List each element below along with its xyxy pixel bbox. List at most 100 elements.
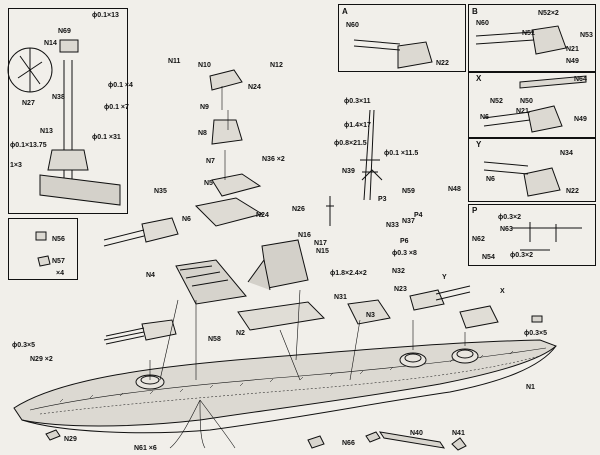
panel-b xyxy=(468,4,596,72)
panel-x xyxy=(468,72,596,138)
callout-p3: P3 xyxy=(378,196,387,203)
callout-n32: N32 xyxy=(392,268,405,275)
callout-n37: N37 xyxy=(402,218,415,225)
turret-x xyxy=(409,285,471,311)
panel-x-art xyxy=(483,75,587,133)
panel-x-part: N52 xyxy=(490,98,503,105)
callout-d4: ϕ0.1 ×11.5 xyxy=(384,150,419,157)
callout-n48: N48 xyxy=(448,186,461,193)
bridge-n5 xyxy=(194,69,264,227)
panel-y-part: N34 xyxy=(560,150,573,157)
panel-p-part: ϕ0.3×2 xyxy=(510,252,533,259)
callout-d5: ϕ0.3 ×8 xyxy=(392,250,417,257)
callout-n33: N33 xyxy=(386,222,399,229)
mast-part: N27 xyxy=(22,100,35,107)
panel-small-art xyxy=(35,231,51,267)
panel-a-tag: A xyxy=(342,7,348,16)
panel-p-part: N54 xyxy=(482,254,495,261)
callout-n39: N39 xyxy=(342,168,355,175)
mast-part: 1×3 xyxy=(10,162,22,169)
mast-part: N13 xyxy=(40,128,53,135)
callout-n66: N66 xyxy=(342,440,355,447)
mast-part: N38 xyxy=(52,94,65,101)
callout-d2: ϕ1.4×17 xyxy=(344,122,371,129)
panel-y xyxy=(468,138,596,202)
callout-n26: N26 xyxy=(292,206,305,213)
panel-a-part: N60 xyxy=(346,22,359,29)
callout-n40: N40 xyxy=(410,430,423,437)
leader-lines xyxy=(149,86,466,449)
panel-p-part: ϕ0.3×2 xyxy=(498,214,521,221)
callout-n41: N41 xyxy=(452,430,465,437)
callout-d8: ϕ0.3×5 xyxy=(524,330,547,337)
callout-n8: N8 xyxy=(198,130,207,137)
panel-y-tag: Y xyxy=(476,140,482,149)
turret-n6 xyxy=(103,217,179,247)
panel-b-part: N60 xyxy=(476,20,489,27)
callout-y: Y xyxy=(442,274,447,281)
panel-p-tag: P xyxy=(472,206,478,215)
panel-b-part: N21 xyxy=(566,46,579,53)
panel-small-parts xyxy=(8,218,78,280)
callout-n2: N2 xyxy=(236,330,245,337)
callout-x: X xyxy=(500,288,505,295)
small-part: N57 xyxy=(52,258,65,265)
callout-p4: P4 xyxy=(414,212,423,219)
callout-n16: N16 xyxy=(298,232,311,239)
callout-d6: ϕ1.8×2.4×2 xyxy=(330,270,367,277)
panel-mast-inset xyxy=(8,8,128,214)
callout-d3: ϕ0.8×21.5 xyxy=(334,140,367,147)
callout-n17: N17 xyxy=(314,240,327,247)
callout-n29b: N29 xyxy=(64,436,77,443)
turret-front xyxy=(103,319,177,345)
callout-n5: N5 xyxy=(204,180,213,187)
callout-n12: N12 xyxy=(270,62,283,69)
mast-part: ϕ0.1 ×4 xyxy=(108,82,133,89)
panel-x-part: N6 xyxy=(480,114,489,121)
main-mast xyxy=(326,109,383,226)
panel-p-art xyxy=(512,222,582,251)
small-part: N56 xyxy=(52,236,65,243)
panel-b-part: N52×2 xyxy=(538,10,559,17)
deck-n2 xyxy=(237,299,391,331)
callout-n31: N31 xyxy=(334,294,347,301)
callout-n61: N61 ×6 xyxy=(134,445,157,452)
panel-p-part: N63 xyxy=(500,226,513,233)
callout-n11: N11 xyxy=(168,58,181,65)
superstructure-n4 xyxy=(175,259,247,305)
small-part: ×4 xyxy=(56,270,64,277)
mast-part: ϕ0.1×13.75 xyxy=(10,142,47,149)
callout-n59: N59 xyxy=(402,188,415,195)
panel-y-art xyxy=(483,161,561,197)
turret-y xyxy=(459,305,499,329)
panel-y-part: N22 xyxy=(566,188,579,195)
callout-n15: N15 xyxy=(316,248,329,255)
panel-x-part: N50 xyxy=(520,98,533,105)
panel-a xyxy=(338,4,466,72)
mast-part: N14 xyxy=(44,40,57,47)
mast-part: ϕ0.1×13 xyxy=(92,12,119,19)
callout-n24: N24 xyxy=(248,84,261,91)
panel-b-part: N53 xyxy=(580,32,593,39)
mast-part: ϕ0.1 ×7 xyxy=(104,104,129,111)
callout-n3: N3 xyxy=(366,312,375,319)
mast-part: ϕ0.1 ×31 xyxy=(92,134,121,141)
hull-n1 xyxy=(13,339,557,434)
panel-x-part: N64 xyxy=(574,76,587,83)
panel-y-part: N6 xyxy=(486,176,495,183)
callout-d1: ϕ0.3×11 xyxy=(344,98,371,105)
callout-n6: N6 xyxy=(182,216,191,223)
callout-n4: N4 xyxy=(146,272,155,279)
callout-n9: N9 xyxy=(200,104,209,111)
callout-n23: N23 xyxy=(394,286,407,293)
panel-p-part: N62 xyxy=(472,236,485,243)
callout-n7: N7 xyxy=(206,158,215,165)
mast-inset-art xyxy=(7,39,121,206)
callout-n10: N10 xyxy=(198,62,211,69)
panel-p xyxy=(468,204,596,266)
panel-x-part: N21 xyxy=(516,108,529,115)
panel-x-part: N49 xyxy=(574,116,587,123)
callout-p6: P6 xyxy=(400,238,409,245)
callout-n36: N36 ×2 xyxy=(262,156,285,163)
